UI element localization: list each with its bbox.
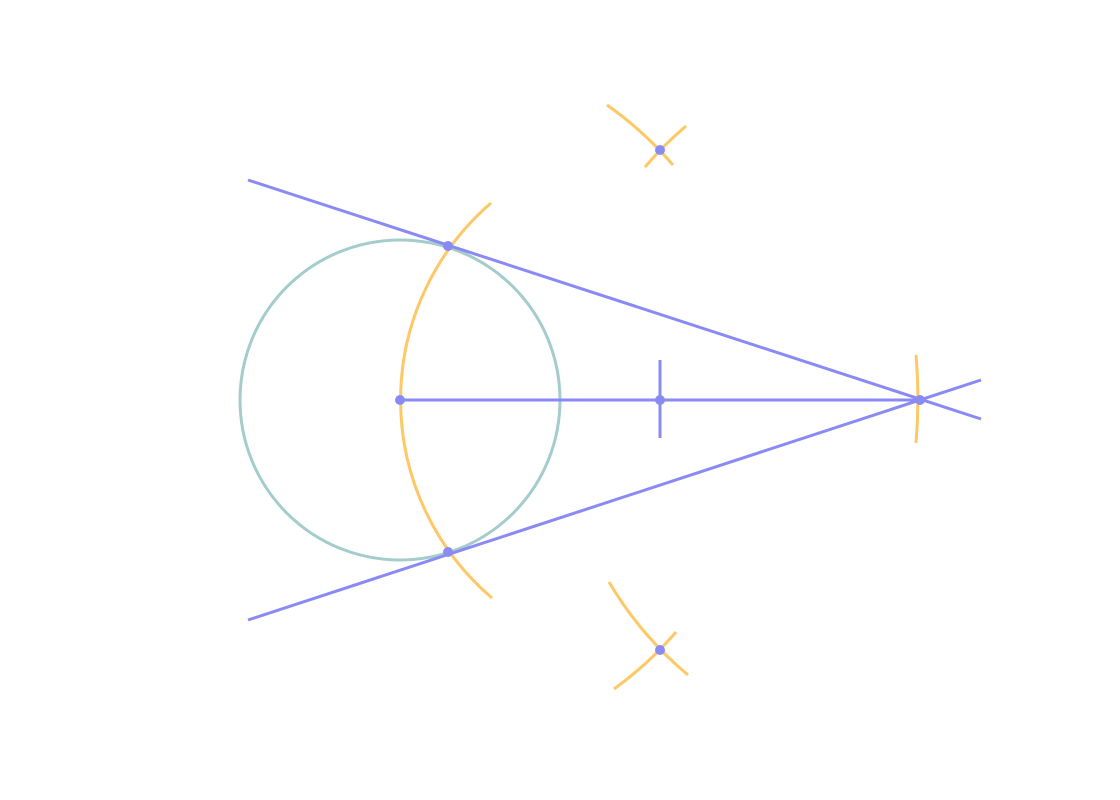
lower-bisector-intersection <box>655 645 665 655</box>
arc-from-center-lower <box>607 581 689 677</box>
circle-center-point <box>395 395 405 405</box>
external-point <box>915 395 925 405</box>
upper-tangent-line <box>247 178 982 421</box>
lower-tangent-line <box>247 378 982 622</box>
upper-tangent-point <box>443 241 453 251</box>
midpoint <box>655 395 665 405</box>
arc-from-external-point-upper <box>643 124 687 168</box>
lower-tangent-point <box>443 547 453 557</box>
arc-from-external-point-lower <box>613 631 678 691</box>
arc-from-center-upper <box>606 103 675 166</box>
upper-bisector-intersection <box>655 145 665 155</box>
